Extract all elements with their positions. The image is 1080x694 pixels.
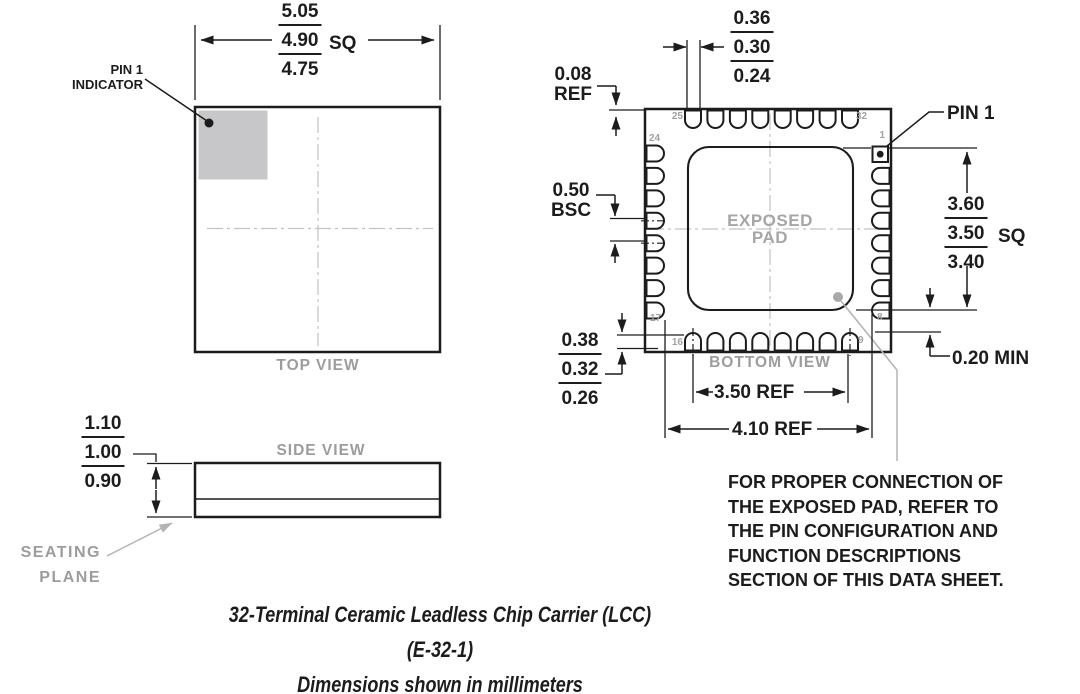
terminal-pad [751, 109, 770, 129]
dim-value: 1.10 [81, 413, 125, 438]
terminal-pad [645, 234, 665, 253]
terminal-pad [645, 211, 665, 230]
dim-value: 3.50 [944, 223, 988, 248]
dim-value: 3.40 [947, 252, 985, 273]
pin1-indicator-dot [204, 118, 214, 128]
drawing-caption: 32-Terminal Ceramic Leadless Chip Carrie… [194, 597, 686, 694]
terminal-pad [645, 256, 665, 275]
dim-value: 0.26 [561, 388, 599, 409]
edge-ref-dimension: 0.08 REF [554, 64, 592, 105]
top-view-label: TOP VIEW [276, 357, 360, 374]
top-view-drawing [144, 25, 442, 354]
bottom-view-outline [643, 107, 893, 354]
exposed-pad-note-dot [833, 292, 843, 302]
pin1-label: PIN 1 [947, 103, 995, 124]
pin-number-25: 25 [671, 111, 683, 122]
height-dim-leader [133, 453, 157, 462]
terminal-pad [645, 189, 665, 208]
terminal-pad [871, 211, 891, 230]
terminal-pad [871, 234, 891, 253]
dim-value: 4.75 [281, 59, 319, 80]
side-view-label: SIDE VIEW [276, 442, 366, 459]
terminal-pad [871, 279, 891, 298]
bottom-view-drawing [641, 107, 944, 461]
terminal-pads [645, 109, 891, 352]
caption-units: Dimensions shown in millimeters [297, 672, 583, 694]
exposed-pad-note: FOR PROPER CONNECTION OF THE EXPOSED PAD… [728, 472, 1004, 590]
pitch-dimension: 0.50 BSC [550, 180, 592, 221]
terminal-pad [728, 332, 747, 352]
pin1-indicator-label: PIN 1 INDICATOR [71, 62, 143, 92]
terminal-pad [645, 279, 665, 298]
pin-number-17: 17 [650, 313, 662, 324]
pin1-leader [886, 111, 944, 147]
terminal-pad [684, 109, 702, 129]
inner-span-ref-dimension: 3.50 REF [714, 382, 795, 403]
dimension-linework [596, 40, 977, 438]
terminal-pad [818, 332, 837, 352]
seating-plane-arrow [106, 522, 173, 557]
terminal-pad [841, 332, 859, 352]
terminal-length-dimension: 0.38 0.32 0.26 [558, 330, 602, 415]
body-size-sq-suffix: SQ [329, 33, 357, 54]
pin-number-16: 16 [671, 337, 683, 348]
pad-gap-min-dimension: 0.20 MIN [952, 348, 1030, 369]
terminal-pad [796, 332, 815, 352]
dim-value: 3.60 [944, 194, 988, 219]
terminal-pad [684, 332, 702, 352]
dim-value: 0.36 [730, 8, 774, 33]
pin-number-24: 24 [649, 133, 661, 144]
dim-value: 0.24 [733, 66, 771, 87]
terminal-pad [645, 144, 665, 163]
terminal-pad [773, 332, 792, 352]
dim-value: 5.05 [278, 1, 322, 26]
dim-value: 0.30 [730, 37, 774, 62]
dim-value: 0.32 [558, 359, 602, 384]
terminal-pad [728, 109, 747, 129]
terminal-pad [871, 189, 891, 208]
terminal-pad [773, 109, 792, 129]
caption-title: 32-Terminal Ceramic Leadless Chip Carrie… [228, 602, 652, 627]
pin-number-1: 1 [879, 130, 885, 141]
pin-number-8: 8 [877, 312, 883, 323]
terminal-pad [706, 109, 725, 129]
terminal-pad [645, 301, 665, 320]
dim-value: 0.38 [558, 330, 602, 355]
terminal-pad [871, 166, 891, 185]
terminal-pad [818, 109, 837, 129]
terminal-pad [871, 256, 891, 275]
seating-plane-label: SEATING PLANE [20, 544, 101, 586]
exposed-pad-note-leader [840, 300, 898, 461]
terminal-width-dimension: 0.36 0.30 0.24 [730, 8, 774, 93]
exposed-pad-dimension: 3.60 3.50 3.40 [944, 194, 988, 279]
terminal-pad [751, 332, 770, 352]
outer-span-ref-dimension: 4.10 REF [732, 419, 813, 440]
exposed-pad-outline [686, 145, 855, 312]
terminal-pad [841, 109, 859, 129]
bottom-view-label: BOTTOM VIEW [709, 354, 831, 371]
exposed-pad-sq-suffix: SQ [998, 226, 1026, 247]
pin1-indicator-leader [144, 78, 208, 122]
top-view-outline [193, 105, 442, 354]
dim-value: 1.00 [81, 442, 125, 467]
pin-number-32: 32 [856, 111, 868, 122]
side-view-outline [193, 461, 442, 519]
terminal-pad [706, 332, 725, 352]
terminal-pad [645, 166, 665, 185]
body-size-dimension: 5.05 4.90 4.75 [278, 1, 322, 86]
terminal-pad [796, 109, 815, 129]
pin-number-9: 9 [858, 335, 864, 346]
dim-value: 4.90 [278, 30, 322, 55]
pin1-dot [876, 150, 884, 158]
exposed-pad-label: EXPOSED PAD [727, 211, 813, 247]
side-view-drawing [106, 453, 442, 557]
height-dimension: 1.10 1.00 0.90 [81, 413, 125, 498]
caption-package-code: (E-32-1) [406, 637, 474, 662]
dim-value: 0.90 [84, 471, 122, 492]
